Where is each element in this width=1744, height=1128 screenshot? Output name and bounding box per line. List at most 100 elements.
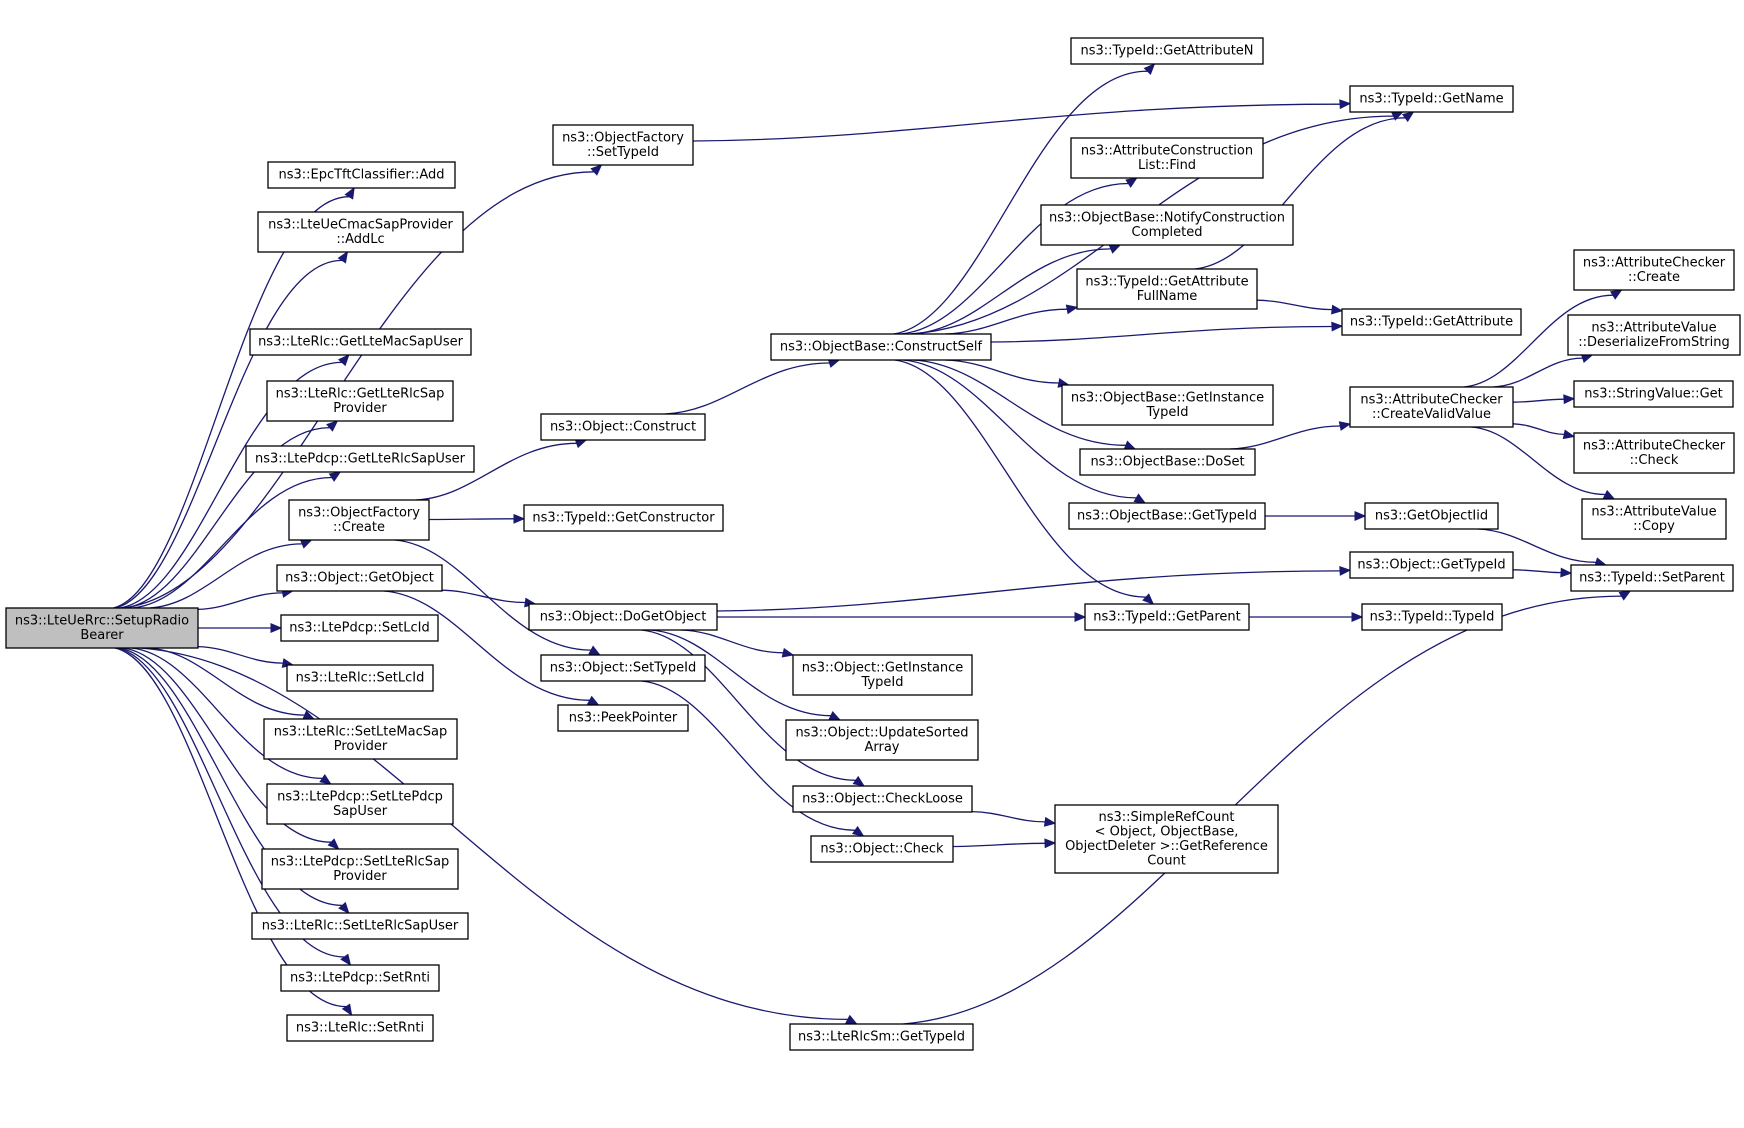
node-rlc-setrnti[interactable]: ns3::LteRlc::SetRnti — [286, 1014, 434, 1042]
node-typeid-getname[interactable]: ns3::TypeId::GetName — [1349, 85, 1514, 113]
node-label: TypeId — [861, 675, 904, 690]
node-epc-tft-add[interactable]: ns3::EpcTftClassifier::Add — [267, 161, 456, 189]
edge-typeid_getattributefullname-to-typeid_getname — [1194, 111, 1415, 270]
edge-checker_createvalidvalue-to-checker_create — [1463, 289, 1623, 388]
edge-object_settypeid-to-object_check — [641, 680, 865, 837]
node-notify-construction[interactable]: ns3::ObjectBase::NotifyConstructionCompl… — [1040, 204, 1294, 246]
arrowhead — [338, 901, 350, 914]
node-constructself[interactable]: ns3::ObjectBase::ConstructSelf — [770, 333, 992, 361]
node-value-deserialize[interactable]: ns3::AttributeValue::DeserializeFromStri… — [1567, 314, 1741, 356]
node-checker-check[interactable]: ns3::AttributeChecker::Check — [1573, 432, 1735, 474]
edge-line — [114, 259, 343, 609]
edge-objectbase_doset-to-checker_createvalidvalue — [1229, 421, 1352, 450]
node-object-settypeid[interactable]: ns3::Object::SetTypeId — [540, 654, 706, 682]
edge-setup_radio_bearer-to-rlcsm_gettypeid — [140, 647, 858, 1025]
edge-checker_createvalidvalue-to-stringvalue_get — [1512, 394, 1576, 405]
node-label: Bearer — [80, 628, 124, 643]
edge-factory_settypeid-to-typeid_getname — [692, 99, 1352, 142]
node-box — [5, 607, 199, 649]
edge-line — [1512, 398, 1565, 403]
node-peekpointer[interactable]: ns3::PeekPointer — [557, 704, 689, 732]
node-checker-createvalidvalue[interactable]: ns3::AttributeChecker::CreateValidValue — [1349, 386, 1514, 428]
node-label: Provider — [333, 401, 387, 416]
node-checker-create[interactable]: ns3::AttributeChecker::Create — [1573, 249, 1735, 291]
node-label: ns3::LtePdcp::SetLteRlcSap — [271, 854, 450, 869]
node-stringvalue-get[interactable]: ns3::StringValue::Get — [1573, 380, 1734, 408]
edge-line — [681, 629, 784, 654]
node-object-dogetobject[interactable]: ns3::Object::DoGetObject — [528, 603, 718, 631]
arrowhead — [327, 838, 340, 850]
node-pdcp-setrnti[interactable]: ns3::LtePdcp::SetRnti — [280, 964, 440, 992]
arrowhead — [1065, 304, 1079, 315]
node-objectbase-gettypeid[interactable]: ns3::ObjectBase::GetTypeId — [1068, 502, 1266, 530]
node-object-checkloose[interactable]: ns3::Object::CheckLoose — [792, 785, 973, 813]
arrowhead — [1339, 565, 1352, 576]
node-simplerefcount[interactable]: ns3::SimpleRefCount< Object, ObjectBase,… — [1054, 804, 1279, 874]
arrowhead — [1044, 838, 1057, 849]
node-value-copy[interactable]: ns3::AttributeValue::Copy — [1581, 498, 1727, 540]
edge-setup_radio_bearer-to-rlc_set_rlc_sap_user — [119, 647, 350, 914]
node-label: ns3::ObjectBase::DoSet — [1090, 455, 1244, 470]
edge-line — [119, 361, 343, 609]
edge-line — [1512, 423, 1565, 436]
node-object-check[interactable]: ns3::Object::Check — [810, 835, 954, 863]
node-pdcp-get-rlc-sap-user[interactable]: ns3::LtePdcp::GetLteRlcSapUser — [245, 445, 475, 473]
node-typeid-setparent[interactable]: ns3::TypeId::SetParent — [1570, 564, 1734, 592]
edge-line — [1477, 528, 1597, 563]
node-box — [276, 564, 443, 592]
arrowhead — [1123, 440, 1137, 450]
node-pdcp-setlcid[interactable]: ns3::LtePdcp::SetLcId — [280, 614, 439, 642]
node-typeid-getattribute[interactable]: ns3::TypeId::GetAttribute — [1341, 308, 1522, 336]
node-object-getobject[interactable]: ns3::Object::GetObject — [276, 564, 443, 592]
edge-line — [123, 647, 332, 843]
node-box — [1364, 502, 1499, 530]
node-rlc-setlcid[interactable]: ns3::LteRlc::SetLcId — [286, 664, 434, 692]
node-object-construct[interactable]: ns3::Object::Construct — [540, 413, 706, 441]
edge-line — [1229, 425, 1341, 450]
node-label: ns3::LteUeRrc::SetupRadio — [15, 613, 189, 628]
node-label: ns3::ObjectFactory — [562, 130, 684, 145]
node-label: ns3::TypeId::GetConstructor — [532, 511, 715, 526]
arrowhead — [344, 186, 355, 200]
node-typeid-getconstructor[interactable]: ns3::TypeId::GetConstructor — [523, 504, 724, 532]
arrowhead — [1351, 612, 1364, 622]
node-cmac-addlc[interactable]: ns3::LteUeCmacSapProvider::AddLc — [257, 211, 464, 253]
node-label: ns3::LteRlcSm::GetTypeId — [798, 1030, 965, 1045]
node-label: ns3::Object::Check — [820, 842, 944, 857]
edge-line — [913, 359, 1126, 446]
node-rlc-get-mac-sap-user[interactable]: ns3::LteRlc::GetLteMacSapUser — [249, 328, 472, 356]
node-object-gettypeid[interactable]: ns3::Object::GetTypeId — [1349, 551, 1514, 579]
node-label: ns3::Object::GetInstance — [802, 660, 964, 675]
node-factory-create[interactable]: ns3::ObjectFactory::Create — [288, 499, 430, 541]
node-rlc-set-rlc-sap-user[interactable]: ns3::LteRlc::SetLteRlcSapUser — [251, 912, 469, 940]
node-label: ns3::Object::UpdateSorted — [795, 725, 968, 740]
node-typeid-getparent[interactable]: ns3::TypeId::GetParent — [1084, 603, 1250, 631]
node-label: < Object, ObjectBase, — [1095, 824, 1239, 839]
node-box — [251, 912, 469, 940]
arrowhead — [1331, 321, 1344, 332]
arrowhead — [1043, 816, 1057, 827]
node-getobjectiid[interactable]: ns3::GetObjectIid — [1364, 502, 1499, 530]
node-factory-settypeid[interactable]: ns3::ObjectFactory::SetTypeId — [552, 124, 694, 166]
node-typeid-typeid[interactable]: ns3::TypeId::TypeId — [1361, 603, 1503, 631]
edge-setup_radio_bearer-to-rlc_get_rlc_sap_provider — [124, 420, 339, 609]
node-label: ::Create — [1628, 270, 1680, 285]
arrowhead — [299, 539, 313, 549]
edge-setup_radio_bearer-to-pdcp_setlcid — [198, 623, 283, 633]
node-rlcsm-gettypeid[interactable]: ns3::LteRlcSm::GetTypeId — [789, 1023, 974, 1051]
node-label: ns3::TypeId::SetParent — [1579, 571, 1725, 586]
node-typeid-getattributen[interactable]: ns3::TypeId::GetAttributeN — [1070, 37, 1264, 65]
node-label: SapUser — [333, 804, 388, 819]
node-objectbase-doset[interactable]: ns3::ObjectBase::DoSet — [1079, 448, 1256, 476]
node-box — [263, 718, 458, 760]
